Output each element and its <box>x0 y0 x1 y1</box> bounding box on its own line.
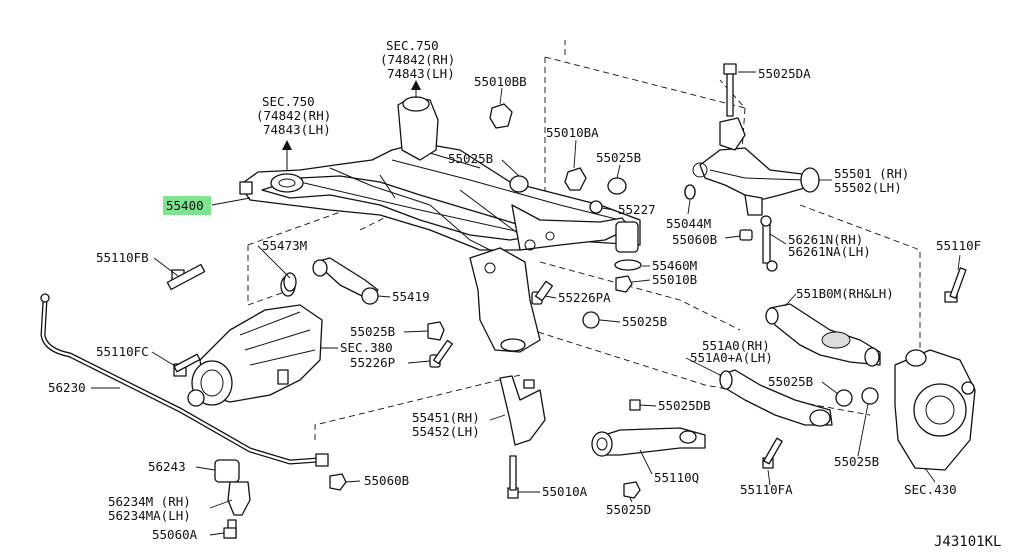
label-55010bb[interactable]: 55010BB <box>474 74 527 89</box>
label-55419[interactable]: 55419 <box>392 289 430 304</box>
diagram-id: J43101KL <box>934 534 1001 550</box>
label-55060b-low[interactable]: 55060B <box>364 473 409 488</box>
label-55110fa[interactable]: 55110FA <box>740 482 793 497</box>
label-55044m[interactable]: 55044M <box>666 216 711 231</box>
upper-link-arm <box>684 117 820 241</box>
part-labels: SEC.750 (74842(RH) 74843(LH) SEC.750 (74… <box>48 38 1001 550</box>
label-sec750-a-rh[interactable]: (74842(RH) <box>380 52 455 67</box>
subframe-crossmember <box>239 96 641 353</box>
label-55025db[interactable]: 55025DB <box>658 398 711 413</box>
stabilizer-bushing-clamp <box>214 459 251 539</box>
label-55110q[interactable]: 55110Q <box>654 470 699 485</box>
sec750-arrows <box>282 80 421 170</box>
label-55025d[interactable]: 55025D <box>606 502 651 517</box>
label-sec750-b-rh[interactable]: (74842(RH) <box>256 108 331 123</box>
label-55227[interactable]: 55227 <box>618 202 656 217</box>
label-56243[interactable]: 56243 <box>148 459 186 474</box>
label-55452[interactable]: 55452(LH) <box>412 424 480 439</box>
label-55025b-top2[interactable]: 55025B <box>596 150 641 165</box>
differential-mount-bracket <box>312 257 379 305</box>
label-56234m[interactable]: 56234M (RH) <box>108 494 191 509</box>
label-55025b-left[interactable]: 55025B <box>350 324 395 339</box>
label-55110fb[interactable]: 55110FB <box>96 250 149 265</box>
label-sec750-b-title[interactable]: SEC.750 <box>262 94 315 109</box>
label-55226p[interactable]: 55226P <box>350 355 395 370</box>
label-55460m[interactable]: 55460M <box>652 258 697 273</box>
label-55060b[interactable]: 55060B <box>672 232 717 247</box>
label-55025b-top[interactable]: 55025B <box>448 151 493 166</box>
label-sec750-b-lh[interactable]: 74843(LH) <box>263 122 331 137</box>
label-551a0[interactable]: 551A0(RH) <box>702 338 770 353</box>
label-55025da[interactable]: 55025DA <box>758 66 811 81</box>
bracket-55451 <box>499 375 546 446</box>
label-55473m[interactable]: 55473M <box>262 238 307 253</box>
label-55010a[interactable]: 55010A <box>542 484 588 499</box>
label-551a0a[interactable]: 551A0+A(LH) <box>690 350 773 365</box>
label-55110fc[interactable]: 55110FC <box>96 344 149 359</box>
bolt-55025da <box>723 63 737 117</box>
label-55501[interactable]: 55501 (RH) <box>834 166 909 181</box>
label-55025b-mid[interactable]: 55025B <box>622 314 667 329</box>
label-55226pa[interactable]: 55226PA <box>558 290 611 305</box>
label-56230[interactable]: 56230 <box>48 380 86 395</box>
label-56261n[interactable]: 56261N(RH) <box>788 232 863 247</box>
label-56261na[interactable]: 56261NA(LH) <box>788 244 871 259</box>
rear-final-drive <box>187 275 323 407</box>
label-55010ba[interactable]: 55010BA <box>546 125 599 140</box>
label-55025b-r2[interactable]: 55025B <box>834 454 879 469</box>
link-55110q <box>591 427 706 457</box>
label-55400[interactable]: 55400 <box>166 198 204 213</box>
stabilizer-connecting-rod <box>760 215 778 272</box>
stabilizer-bar <box>40 293 329 467</box>
label-56234ma[interactable]: 56234MA(LH) <box>108 508 191 523</box>
label-sec750-a-title[interactable]: SEC.750 <box>386 38 439 53</box>
label-55451[interactable]: 55451(RH) <box>412 410 480 425</box>
lower-link-arm-551b0m <box>765 303 881 367</box>
label-sec380[interactable]: SEC.380 <box>340 340 393 355</box>
rear-axle-knuckle <box>894 349 976 471</box>
label-55025b-r1[interactable]: 55025B <box>768 374 813 389</box>
label-55010b[interactable]: 55010B <box>652 272 697 287</box>
fasteners <box>166 103 967 539</box>
label-55060a[interactable]: 55060A <box>152 527 198 542</box>
label-55110f[interactable]: 55110F <box>936 238 981 253</box>
label-551b0m[interactable]: 551B0M(RH&LH) <box>796 286 894 301</box>
label-sec750-a-lh[interactable]: 74843(LH) <box>387 66 455 81</box>
label-55502[interactable]: 55502(LH) <box>834 180 902 195</box>
label-sec430[interactable]: SEC.430 <box>904 482 957 497</box>
highlight-box <box>163 196 211 215</box>
lower-link-arm-551a0 <box>719 369 833 427</box>
leader-lines <box>91 71 961 536</box>
